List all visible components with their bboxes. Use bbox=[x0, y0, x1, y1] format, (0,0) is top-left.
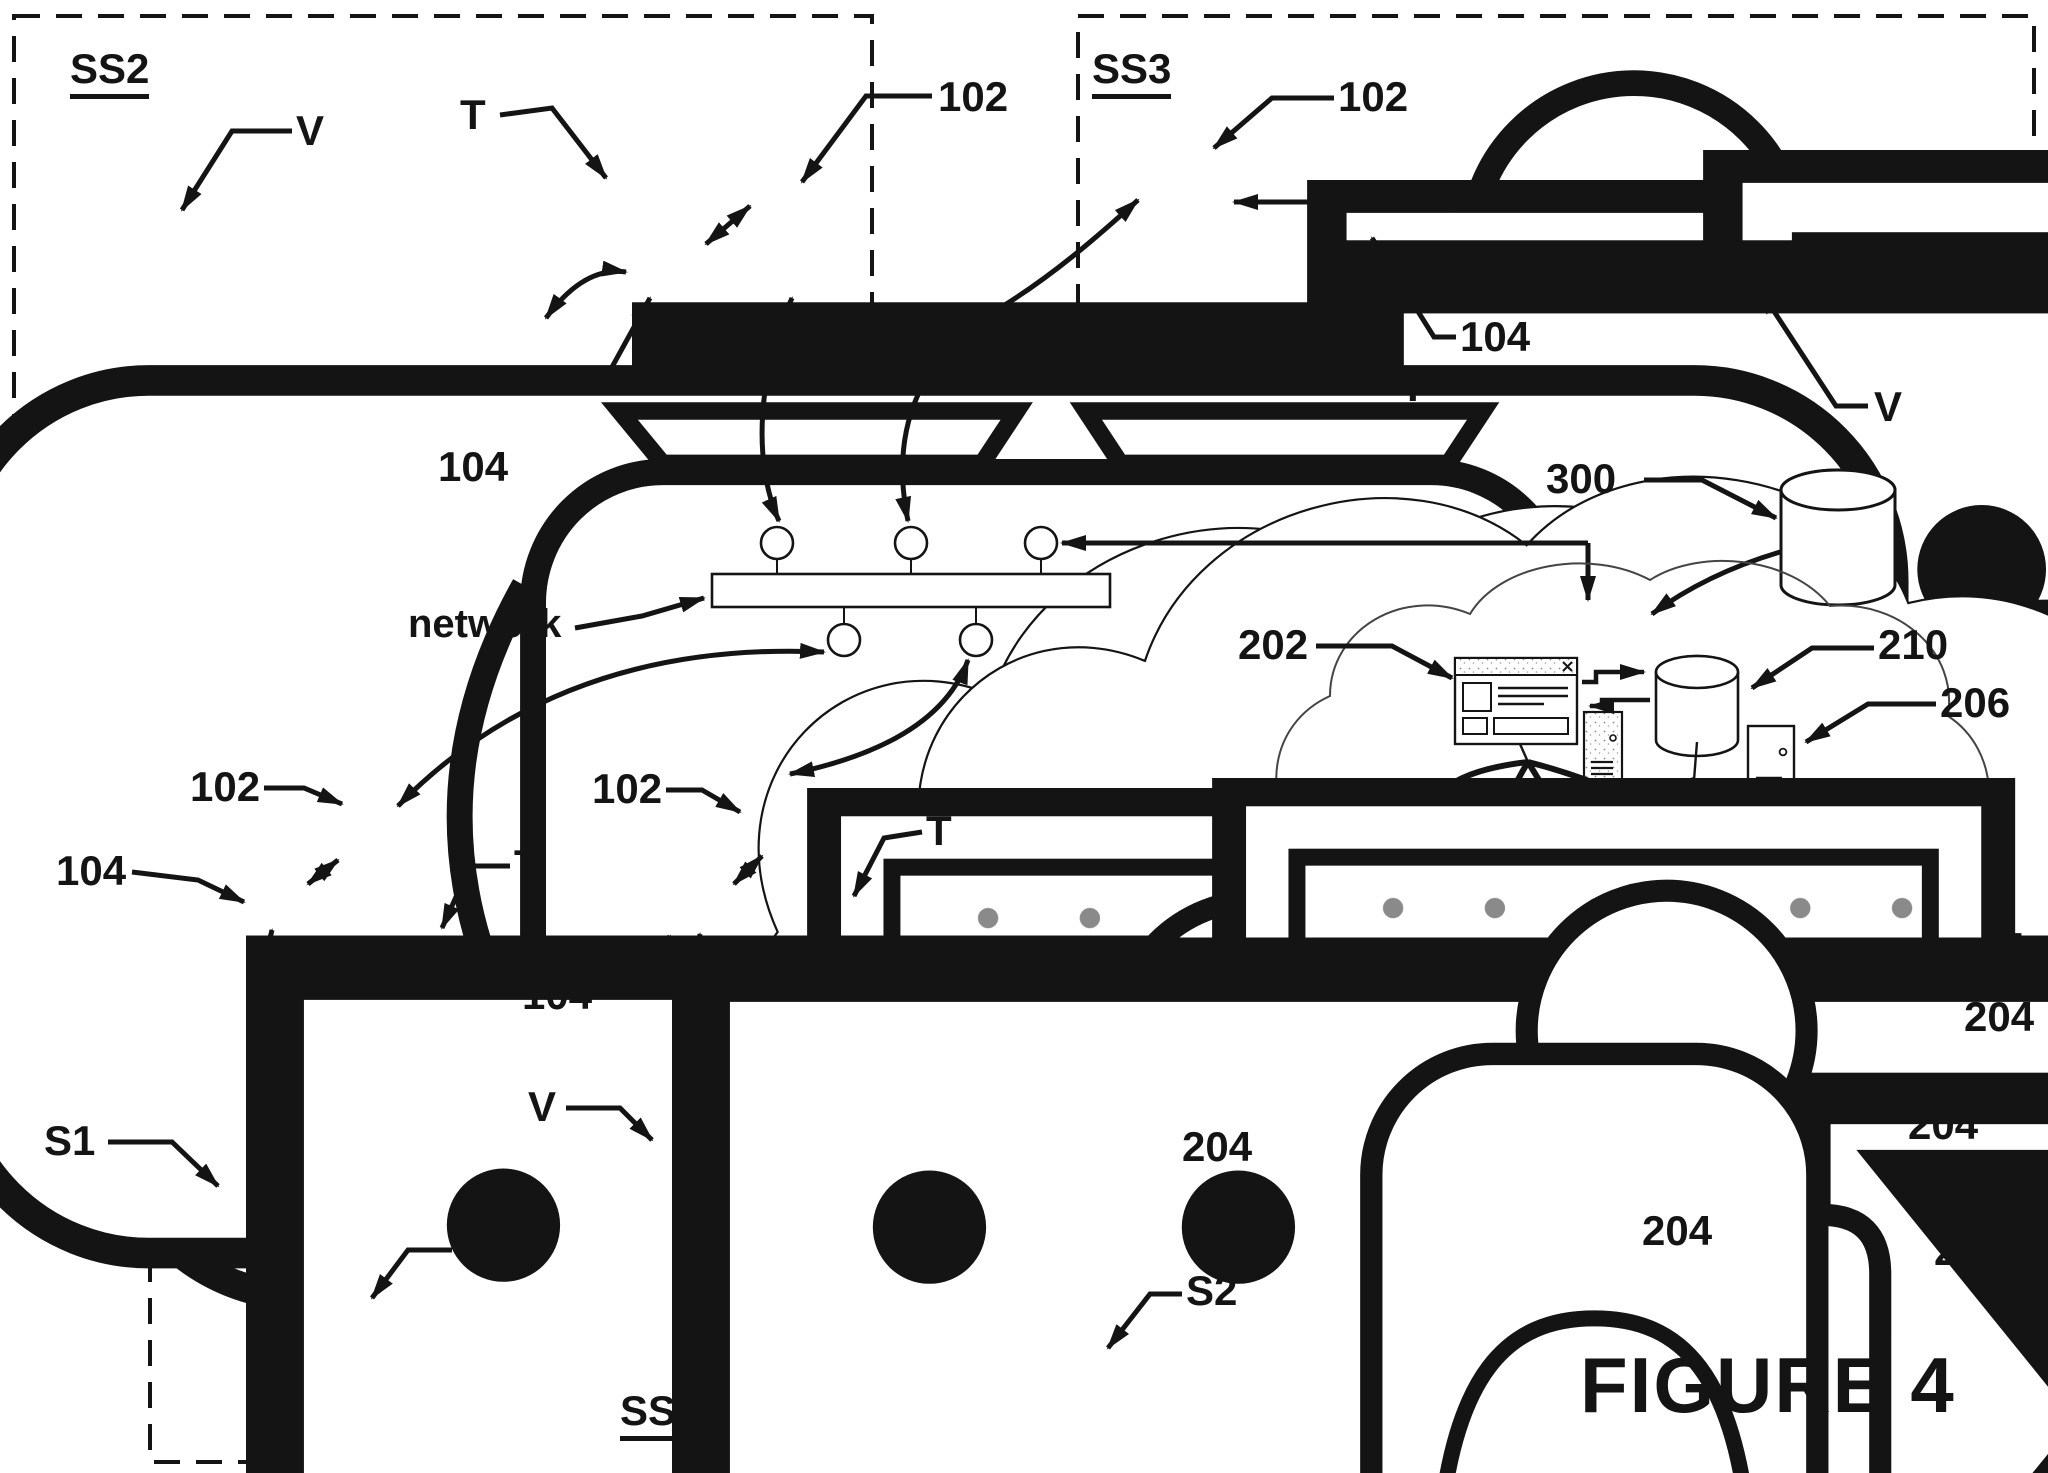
ss3-t-leader bbox=[1304, 351, 1397, 394]
ss2-104-label: 104 bbox=[438, 443, 509, 490]
label-210-leader bbox=[1750, 645, 1874, 691]
ss3-104-label: 104 bbox=[1460, 313, 1531, 360]
ss3-v-label: V bbox=[1874, 383, 1903, 430]
ss3-104-leader bbox=[1369, 236, 1456, 340]
ss1-left-104-label: 104 bbox=[56, 847, 127, 894]
ss3-102-leader bbox=[1212, 95, 1334, 150]
ss1-right-t-label: T bbox=[926, 807, 952, 854]
ss1-left-102-leader bbox=[264, 785, 344, 807]
cloud-database-icon bbox=[1654, 654, 1740, 758]
db300-leader bbox=[1644, 477, 1778, 521]
ss1-left-v-label: V bbox=[458, 1225, 487, 1272]
network-leader bbox=[574, 595, 706, 631]
label-204-a: 204 bbox=[1964, 993, 2035, 1040]
ss1-right-device-car-link bbox=[686, 932, 705, 1036]
network-port-2 bbox=[893, 525, 929, 561]
label-202: 202 bbox=[1238, 621, 1309, 668]
ss2-network-link bbox=[759, 296, 795, 523]
ss1-left-102-label: 102 bbox=[190, 763, 261, 810]
network-port-5 bbox=[958, 622, 994, 658]
ss1-left-t-label: T bbox=[514, 841, 540, 888]
ss1-left-v-leader bbox=[370, 1247, 452, 1300]
ss2-v-label: V bbox=[296, 107, 325, 154]
ss3-title: SS3 bbox=[1092, 48, 1172, 99]
ss2-title: SS2 bbox=[70, 48, 150, 99]
label-204-d: 204 bbox=[1182, 1123, 1253, 1170]
ss1-right-v-leader bbox=[566, 1105, 654, 1142]
network-port-4 bbox=[826, 622, 862, 658]
ss1-left-device-computer-link bbox=[306, 858, 340, 886]
s2-leader bbox=[1106, 1291, 1182, 1350]
ss1-left-104-leader bbox=[131, 869, 246, 905]
ss1-right-device-computer-link bbox=[732, 854, 764, 886]
ss2-102-leader bbox=[799, 93, 932, 184]
web-server-tower-icon bbox=[1582, 710, 1624, 792]
ss1-right-t-leader bbox=[851, 829, 923, 898]
network-port-3 bbox=[1023, 525, 1059, 561]
label-204-b: 204 bbox=[1908, 1101, 1979, 1148]
label-202-leader bbox=[1316, 643, 1454, 681]
label-206: 206 bbox=[1940, 679, 2011, 726]
ss2-v-leader bbox=[179, 128, 292, 212]
ss1-right-104-leader bbox=[595, 934, 673, 997]
s1-label: S1 bbox=[44, 1117, 96, 1164]
fan-stem-a bbox=[1518, 743, 1530, 763]
ss1-right-network-link bbox=[788, 658, 971, 778]
label-210: 210 bbox=[1878, 621, 1949, 668]
ss1-title: SS1 bbox=[620, 1390, 700, 1441]
web-app-window-icon bbox=[1453, 656, 1579, 746]
ss1-right-v-label: V bbox=[528, 1083, 557, 1130]
ss3-v-leader bbox=[1757, 288, 1868, 409]
ss1-left-t-leader bbox=[439, 863, 510, 930]
db300-label: 300 bbox=[1546, 455, 1617, 502]
s2-label: S2 bbox=[1186, 1267, 1238, 1314]
figure-caption: FIGURE 4 bbox=[1580, 1341, 1956, 1429]
db300-cloud-link bbox=[1650, 549, 1781, 617]
ss2-device-computer-link bbox=[704, 204, 752, 246]
network-label: network bbox=[408, 602, 562, 646]
db-window-arrow bbox=[1588, 697, 1650, 714]
network-port-1 bbox=[759, 525, 795, 561]
ss2-car-device-link bbox=[543, 260, 628, 320]
s1-leader bbox=[108, 1139, 220, 1188]
ss1-right-104-label: 104 bbox=[522, 971, 593, 1018]
label-206-leader bbox=[1804, 701, 1936, 745]
ss1-left-network-link bbox=[396, 642, 826, 808]
ss1-right-102-label: 102 bbox=[592, 765, 663, 812]
ss2-t-label: T bbox=[460, 91, 486, 138]
window-db-arrow bbox=[1582, 664, 1646, 685]
ss1-left-device-car-link bbox=[252, 928, 275, 1040]
ss2-t-leader bbox=[499, 105, 608, 180]
ss3-t-label: T bbox=[1400, 363, 1426, 410]
label-200: 200 bbox=[1934, 1227, 2005, 1274]
ss2-102-label: 102 bbox=[938, 73, 1009, 120]
ss3-102-label: 102 bbox=[1338, 73, 1409, 120]
ss3-network-link bbox=[895, 198, 1140, 523]
network-bus bbox=[710, 525, 1112, 658]
label-204-c: 204 bbox=[1642, 1207, 1713, 1254]
external-database-icon bbox=[1779, 468, 1897, 607]
ss1-right-102-leader bbox=[666, 787, 742, 815]
